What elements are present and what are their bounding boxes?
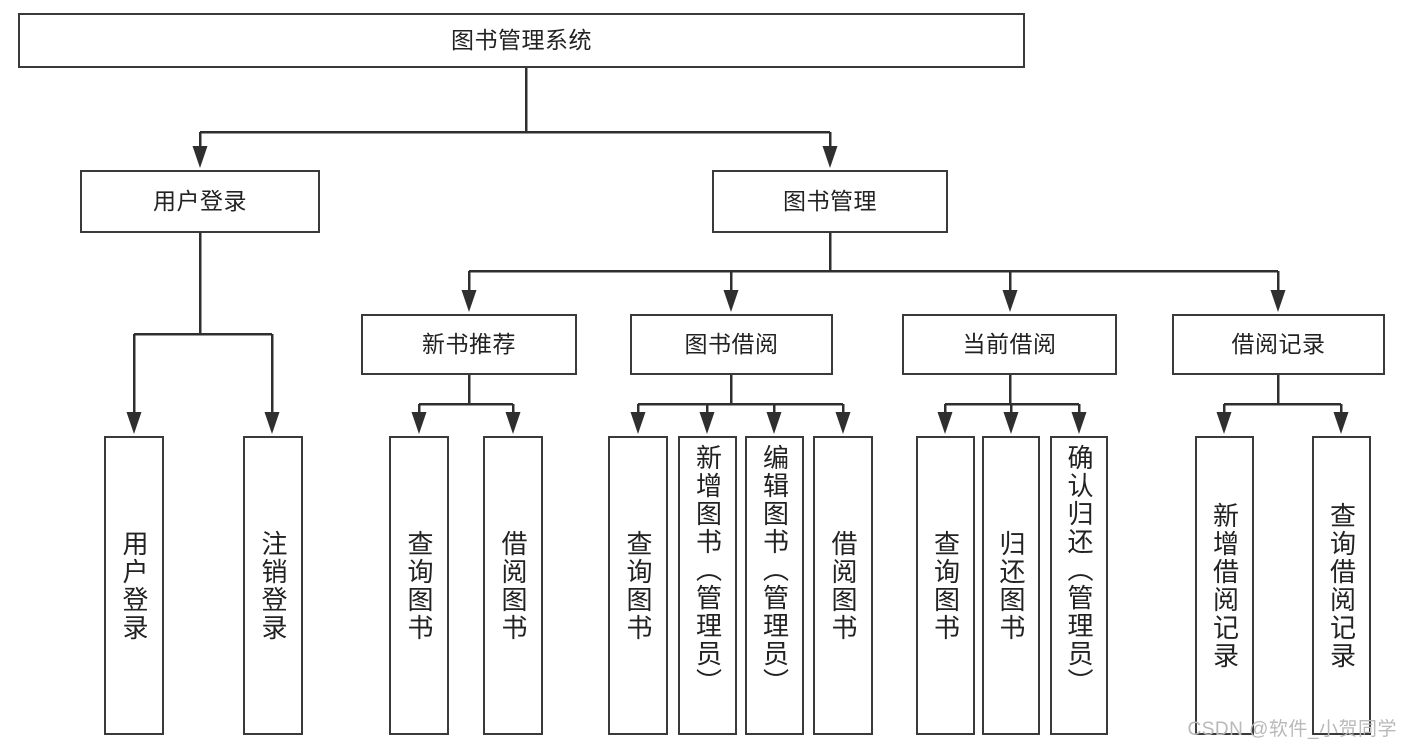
- node-leaf-rec-query-book[interactable]: 查询图书: [389, 436, 449, 735]
- node-leaf-current-confirm-return[interactable]: 确认归还（管理员）: [1050, 436, 1108, 735]
- node-label: 确认归还（管理员）: [1064, 444, 1095, 696]
- node-leaf-borrow-query-book[interactable]: 查询图书: [608, 436, 668, 735]
- node-label: 归还图书: [996, 529, 1027, 642]
- node-leaf-borrow-edit-book[interactable]: 编辑图书（管理员）: [745, 436, 804, 735]
- node-leaf-user-login[interactable]: 用户登录: [104, 436, 164, 735]
- node-label: 新增图书（管理员）: [692, 444, 723, 696]
- node-label: 查询图书: [930, 529, 961, 642]
- node-leaf-borrow-borrow-book[interactable]: 借阅图书: [813, 436, 873, 735]
- node-label: 图书借阅: [684, 330, 779, 357]
- node-leaf-borrow-add-book[interactable]: 新增图书（管理员）: [678, 436, 737, 735]
- node-borrow-record[interactable]: 借阅记录: [1172, 314, 1385, 375]
- node-label: 新增借阅记录: [1209, 501, 1240, 670]
- node-label: 图书管理系统: [451, 26, 592, 53]
- node-label: 借阅图书: [828, 529, 859, 642]
- node-leaf-user-logout[interactable]: 注销登录: [243, 436, 303, 735]
- node-label: 新书推荐: [422, 330, 516, 357]
- node-book-borrow[interactable]: 图书借阅: [630, 314, 833, 375]
- node-label: 图书管理: [783, 187, 877, 214]
- node-current-borrow[interactable]: 当前借阅: [902, 314, 1117, 375]
- node-leaf-current-query-book[interactable]: 查询图书: [916, 436, 975, 735]
- node-label: 查询借阅记录: [1326, 501, 1357, 670]
- node-label: 查询图书: [623, 529, 654, 642]
- node-new-book-rec[interactable]: 新书推荐: [361, 314, 577, 375]
- watermark-text: CSDN @软件_小贺同学: [1187, 719, 1397, 740]
- node-label: 借阅图书: [498, 529, 529, 642]
- node-label: 用户登录: [153, 187, 247, 214]
- node-label: 查询图书: [404, 529, 435, 642]
- node-leaf-record-query[interactable]: 查询借阅记录: [1312, 436, 1371, 735]
- node-label: 用户登录: [119, 529, 150, 642]
- node-label: 当前借阅: [962, 330, 1057, 357]
- node-user-login[interactable]: 用户登录: [80, 170, 320, 233]
- node-leaf-rec-borrow-book[interactable]: 借阅图书: [483, 436, 543, 735]
- node-label: 注销登录: [258, 529, 289, 642]
- node-leaf-record-add[interactable]: 新增借阅记录: [1195, 436, 1254, 735]
- node-root-system[interactable]: 图书管理系统: [18, 13, 1025, 68]
- node-label: 借阅记录: [1231, 330, 1326, 357]
- node-label: 编辑图书（管理员）: [759, 444, 790, 696]
- node-leaf-current-return-book[interactable]: 归还图书: [982, 436, 1040, 735]
- node-book-manage[interactable]: 图书管理: [712, 170, 948, 233]
